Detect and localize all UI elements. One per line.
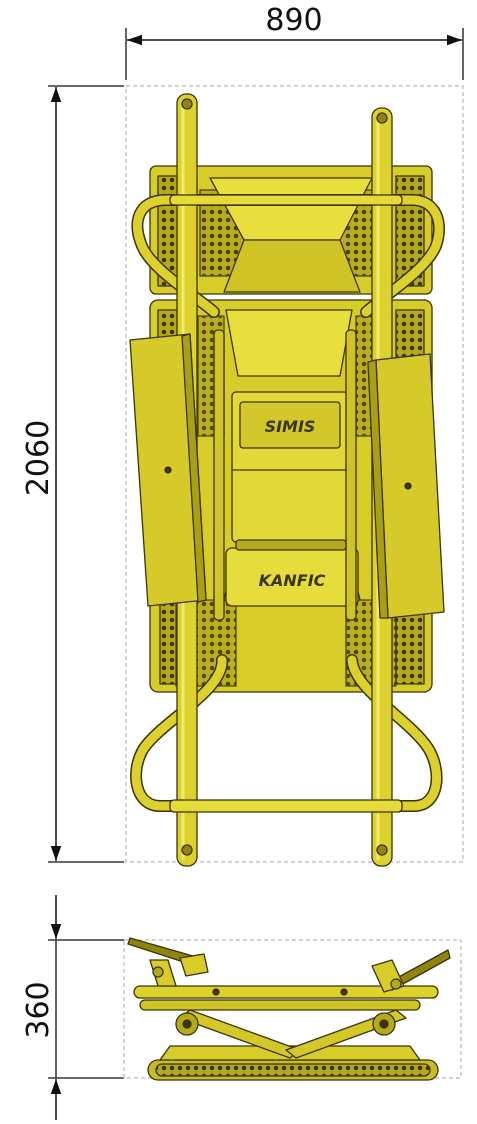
side-view	[127, 937, 451, 1081]
side-view-envelope	[123, 939, 462, 1079]
side-height-dimension: 360	[21, 895, 124, 1120]
width-dimension: 890	[125, 3, 464, 80]
side-height-label: 360	[21, 981, 56, 1038]
height-dimension: 2060	[21, 85, 124, 863]
left-side-seat	[129, 333, 207, 607]
height-label: 2060	[21, 420, 56, 496]
upper-cross-bar	[169, 194, 403, 206]
right-side-seat	[367, 353, 445, 619]
top-view-envelope	[125, 85, 464, 863]
side-frame	[133, 985, 439, 1011]
decal-top-logo: SIMIS	[265, 417, 316, 436]
top-view: SIMIS KANFIC	[129, 93, 445, 867]
side-left-backrest	[127, 937, 209, 987]
side-right-backrest	[371, 949, 451, 993]
lower-cross-bar	[169, 799, 403, 813]
center-plate: SIMIS KANFIC	[225, 391, 359, 607]
side-scissor-arms	[175, 1009, 407, 1059]
decal-middle-logo: KANFIC	[259, 571, 326, 590]
width-label: 890	[265, 3, 322, 38]
side-track	[147, 1059, 439, 1081]
